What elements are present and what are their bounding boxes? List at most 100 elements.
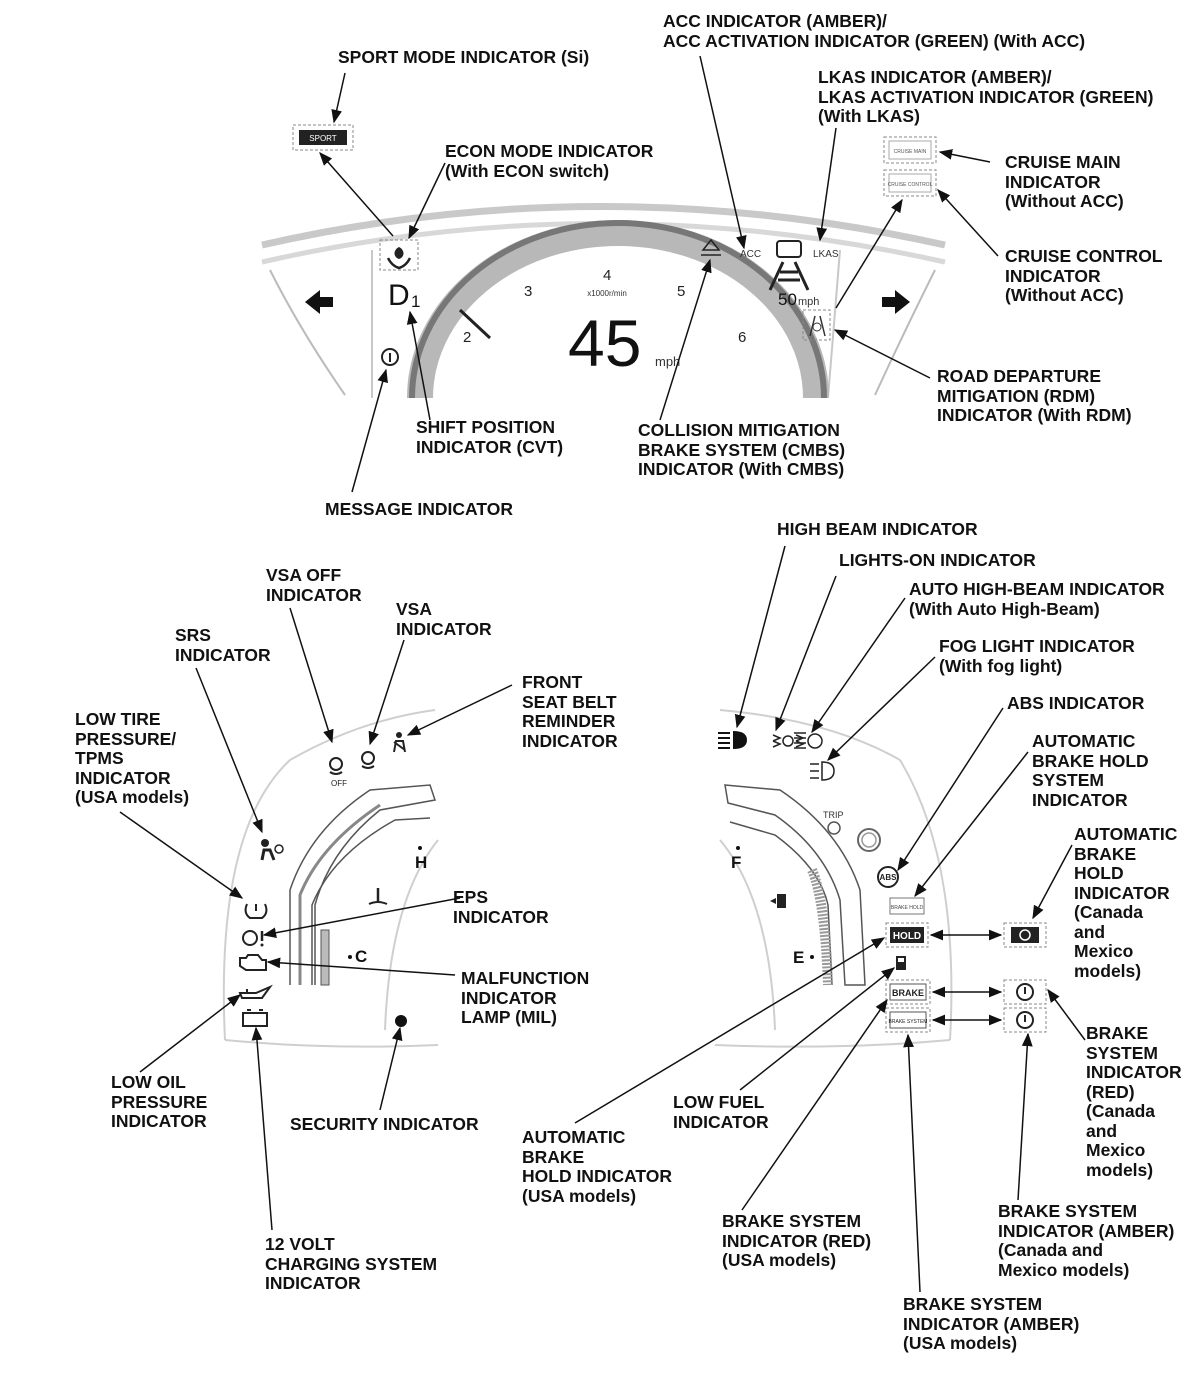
label-auto-brake-hold-system: AUTOMATIC BRAKE HOLD SYSTEM INDICATOR: [1032, 731, 1149, 810]
set-speed: 50: [778, 290, 797, 309]
tire-pressure-icon: [244, 903, 268, 919]
arrow-right-icon: [882, 290, 910, 314]
label-brake-red-usa: BRAKE SYSTEM INDICATOR (RED) (USA models…: [722, 1211, 872, 1270]
cruise-main-indicator: CRUISE MAIN: [883, 136, 937, 164]
tach-tick-4: 4: [603, 267, 611, 284]
top-leader-lines: [319, 55, 999, 493]
auto-brake-hold-canada-indicator: [1003, 922, 1047, 948]
label-tpms: LOW TIRE PRESSURE/ TPMS INDICATOR (USA m…: [75, 709, 190, 807]
label-vsa-off: VSA OFF INDICATOR: [266, 565, 362, 605]
tach-tick-2: 2: [463, 329, 471, 346]
acc-text: ACC: [740, 249, 761, 260]
leaf-icon: [379, 239, 419, 271]
brake-hold-system-indicator: BRAKE HOLD: [889, 897, 925, 915]
lkas-text: LKAS: [813, 249, 839, 260]
label-lights-on: LIGHTS-ON INDICATOR: [839, 550, 1036, 570]
brake-system-text: BRAKE SYSTEM: [889, 1019, 928, 1025]
left-lower-cluster: [222, 709, 439, 1048]
low-fuel-indicator: [896, 956, 906, 970]
top-cluster: [261, 203, 946, 399]
brake-hold-text: BRAKE HOLD: [891, 905, 924, 911]
brake-system-indicator-usa: BRAKE SYSTEM: [885, 1007, 931, 1033]
lights-on-icon: [772, 734, 805, 748]
label-low-oil: LOW OIL PRESSURE INDICATOR: [111, 1072, 208, 1131]
cmbs-indicator: [701, 238, 721, 256]
vsa-indicator: [361, 751, 375, 769]
label-high-beam: HIGH BEAM INDICATOR: [777, 519, 978, 539]
right-leader-lines: [574, 545, 1086, 1293]
label-rdm: ROAD DEPARTURE MITIGATION (RDM) INDICATO…: [937, 366, 1132, 425]
vsa-off-indicator: OFF: [329, 757, 347, 788]
shift-position-gear: D: [388, 279, 410, 312]
label-security: SECURITY INDICATOR: [290, 1114, 479, 1134]
label-mil: MALFUNCTION INDICATOR LAMP (MIL): [461, 968, 590, 1027]
tach-tick-5: 5: [677, 283, 685, 300]
fuel-full-dot: [736, 846, 740, 850]
label-shift-position: SHIFT POSITION INDICATOR (CVT): [416, 417, 564, 457]
select-knob-inner: [861, 832, 877, 848]
label-vsa: VSA INDICATOR: [396, 599, 492, 639]
hold-indicator-usa: HOLD: [885, 922, 929, 948]
label-cruise-control: CRUISE CONTROL INDICATOR (Without ACC): [1005, 246, 1163, 305]
fuel-pump-icon: [770, 894, 786, 908]
cruise-control-text: CRUISE CONTROL: [888, 182, 933, 188]
seat-belt-icon: [393, 732, 406, 753]
label-message: MESSAGE INDICATOR: [325, 499, 513, 519]
temp-cold-dot: [348, 955, 352, 959]
abs-text: ABS: [880, 873, 898, 882]
brake-red-canada-indicator: [1003, 979, 1047, 1005]
arrow-left-icon: [305, 290, 333, 314]
thermometer-icon: [368, 888, 388, 905]
label-cmbs: COLLISION MITIGATION BRAKE SYSTEM (CMBS)…: [638, 420, 846, 479]
tach-unit: x1000r/min: [587, 289, 627, 298]
hold-text: HOLD: [893, 931, 921, 942]
brake-amber-canada-indicator: [1003, 1007, 1047, 1033]
label-eps: EPS INDICATOR: [453, 887, 549, 927]
label-brake-amber-usa: BRAKE SYSTEM INDICATOR (AMBER) (USA mode…: [903, 1294, 1080, 1353]
right-lower-cluster: [714, 709, 953, 1048]
label-seat-belt: FRONT SEAT BELT REMINDER INDICATOR: [522, 672, 618, 751]
label-srs: SRS INDICATOR: [175, 625, 271, 665]
steering-wheel-icon: [242, 930, 264, 947]
label-lkas: LKAS INDICATOR (AMBER)/ LKAS ACTIVATION …: [818, 67, 1154, 126]
oil-can-icon: [238, 984, 273, 999]
cruise-control-indicator: CRUISE CONTROL: [883, 169, 937, 197]
label-cruise-main: CRUISE MAIN INDICATOR (Without ACC): [1005, 152, 1124, 211]
fog-light-icon: [810, 761, 835, 781]
select-knob: [857, 828, 881, 852]
label-abs: ABS INDICATOR: [1007, 693, 1145, 713]
label-fog-light: FOG LIGHT INDICATOR (With fog light): [939, 636, 1135, 676]
fuel-empty-dot: [810, 955, 814, 959]
label-low-fuel: LOW FUEL INDICATOR: [673, 1092, 769, 1132]
label-auto-high-beam: AUTO HIGH-BEAM INDICATOR (With Auto High…: [909, 579, 1165, 619]
shift-position-sub: 1: [411, 292, 420, 311]
speed-readout: 45: [568, 306, 641, 380]
set-speed-unit: mph: [798, 296, 819, 308]
trip-label: TRIP: [823, 810, 844, 820]
label-brake-amber-canada: BRAKE SYSTEM INDICATOR (AMBER) (Canada a…: [998, 1201, 1175, 1280]
info-icon: [381, 348, 399, 366]
temp-hot-dot: [418, 846, 422, 850]
label-acc: ACC INDICATOR (AMBER)/ ACC ACTIVATION IN…: [663, 11, 1086, 51]
speed-unit: mph: [655, 354, 680, 369]
trip-button: [827, 821, 841, 835]
fuel-full-label: F: [731, 853, 741, 872]
battery-icon: [242, 1009, 268, 1027]
abs-indicator: ABS: [877, 866, 899, 888]
acc-car-icon: [768, 240, 810, 291]
rdm-indicator: [802, 309, 831, 341]
temp-hot-label: H: [415, 853, 427, 872]
sport-mode-indicator: SPORT: [292, 124, 354, 151]
label-auto-brake-hold-canada: AUTOMATIC BRAKE HOLD INDICATOR (Canada a…: [1074, 824, 1178, 981]
airbag-icon: [260, 839, 284, 861]
label-auto-brake-hold-usa: AUTOMATIC BRAKE HOLD INDICATOR (USA mode…: [522, 1127, 673, 1206]
sport-text: SPORT: [309, 134, 337, 143]
auto-high-beam-icon: [794, 732, 823, 749]
tach-tick-6: 6: [738, 329, 746, 346]
label-sport-mode: SPORT MODE INDICATOR (Si): [338, 47, 590, 67]
label-brake-red-canada: BRAKE SYSTEM INDICATOR (RED) (Canada and…: [1086, 1023, 1182, 1180]
engine-icon: [239, 954, 267, 971]
label-charging: 12 VOLT CHARGING SYSTEM INDICATOR: [265, 1234, 438, 1293]
brake-indicator-usa: BRAKE: [885, 979, 931, 1005]
